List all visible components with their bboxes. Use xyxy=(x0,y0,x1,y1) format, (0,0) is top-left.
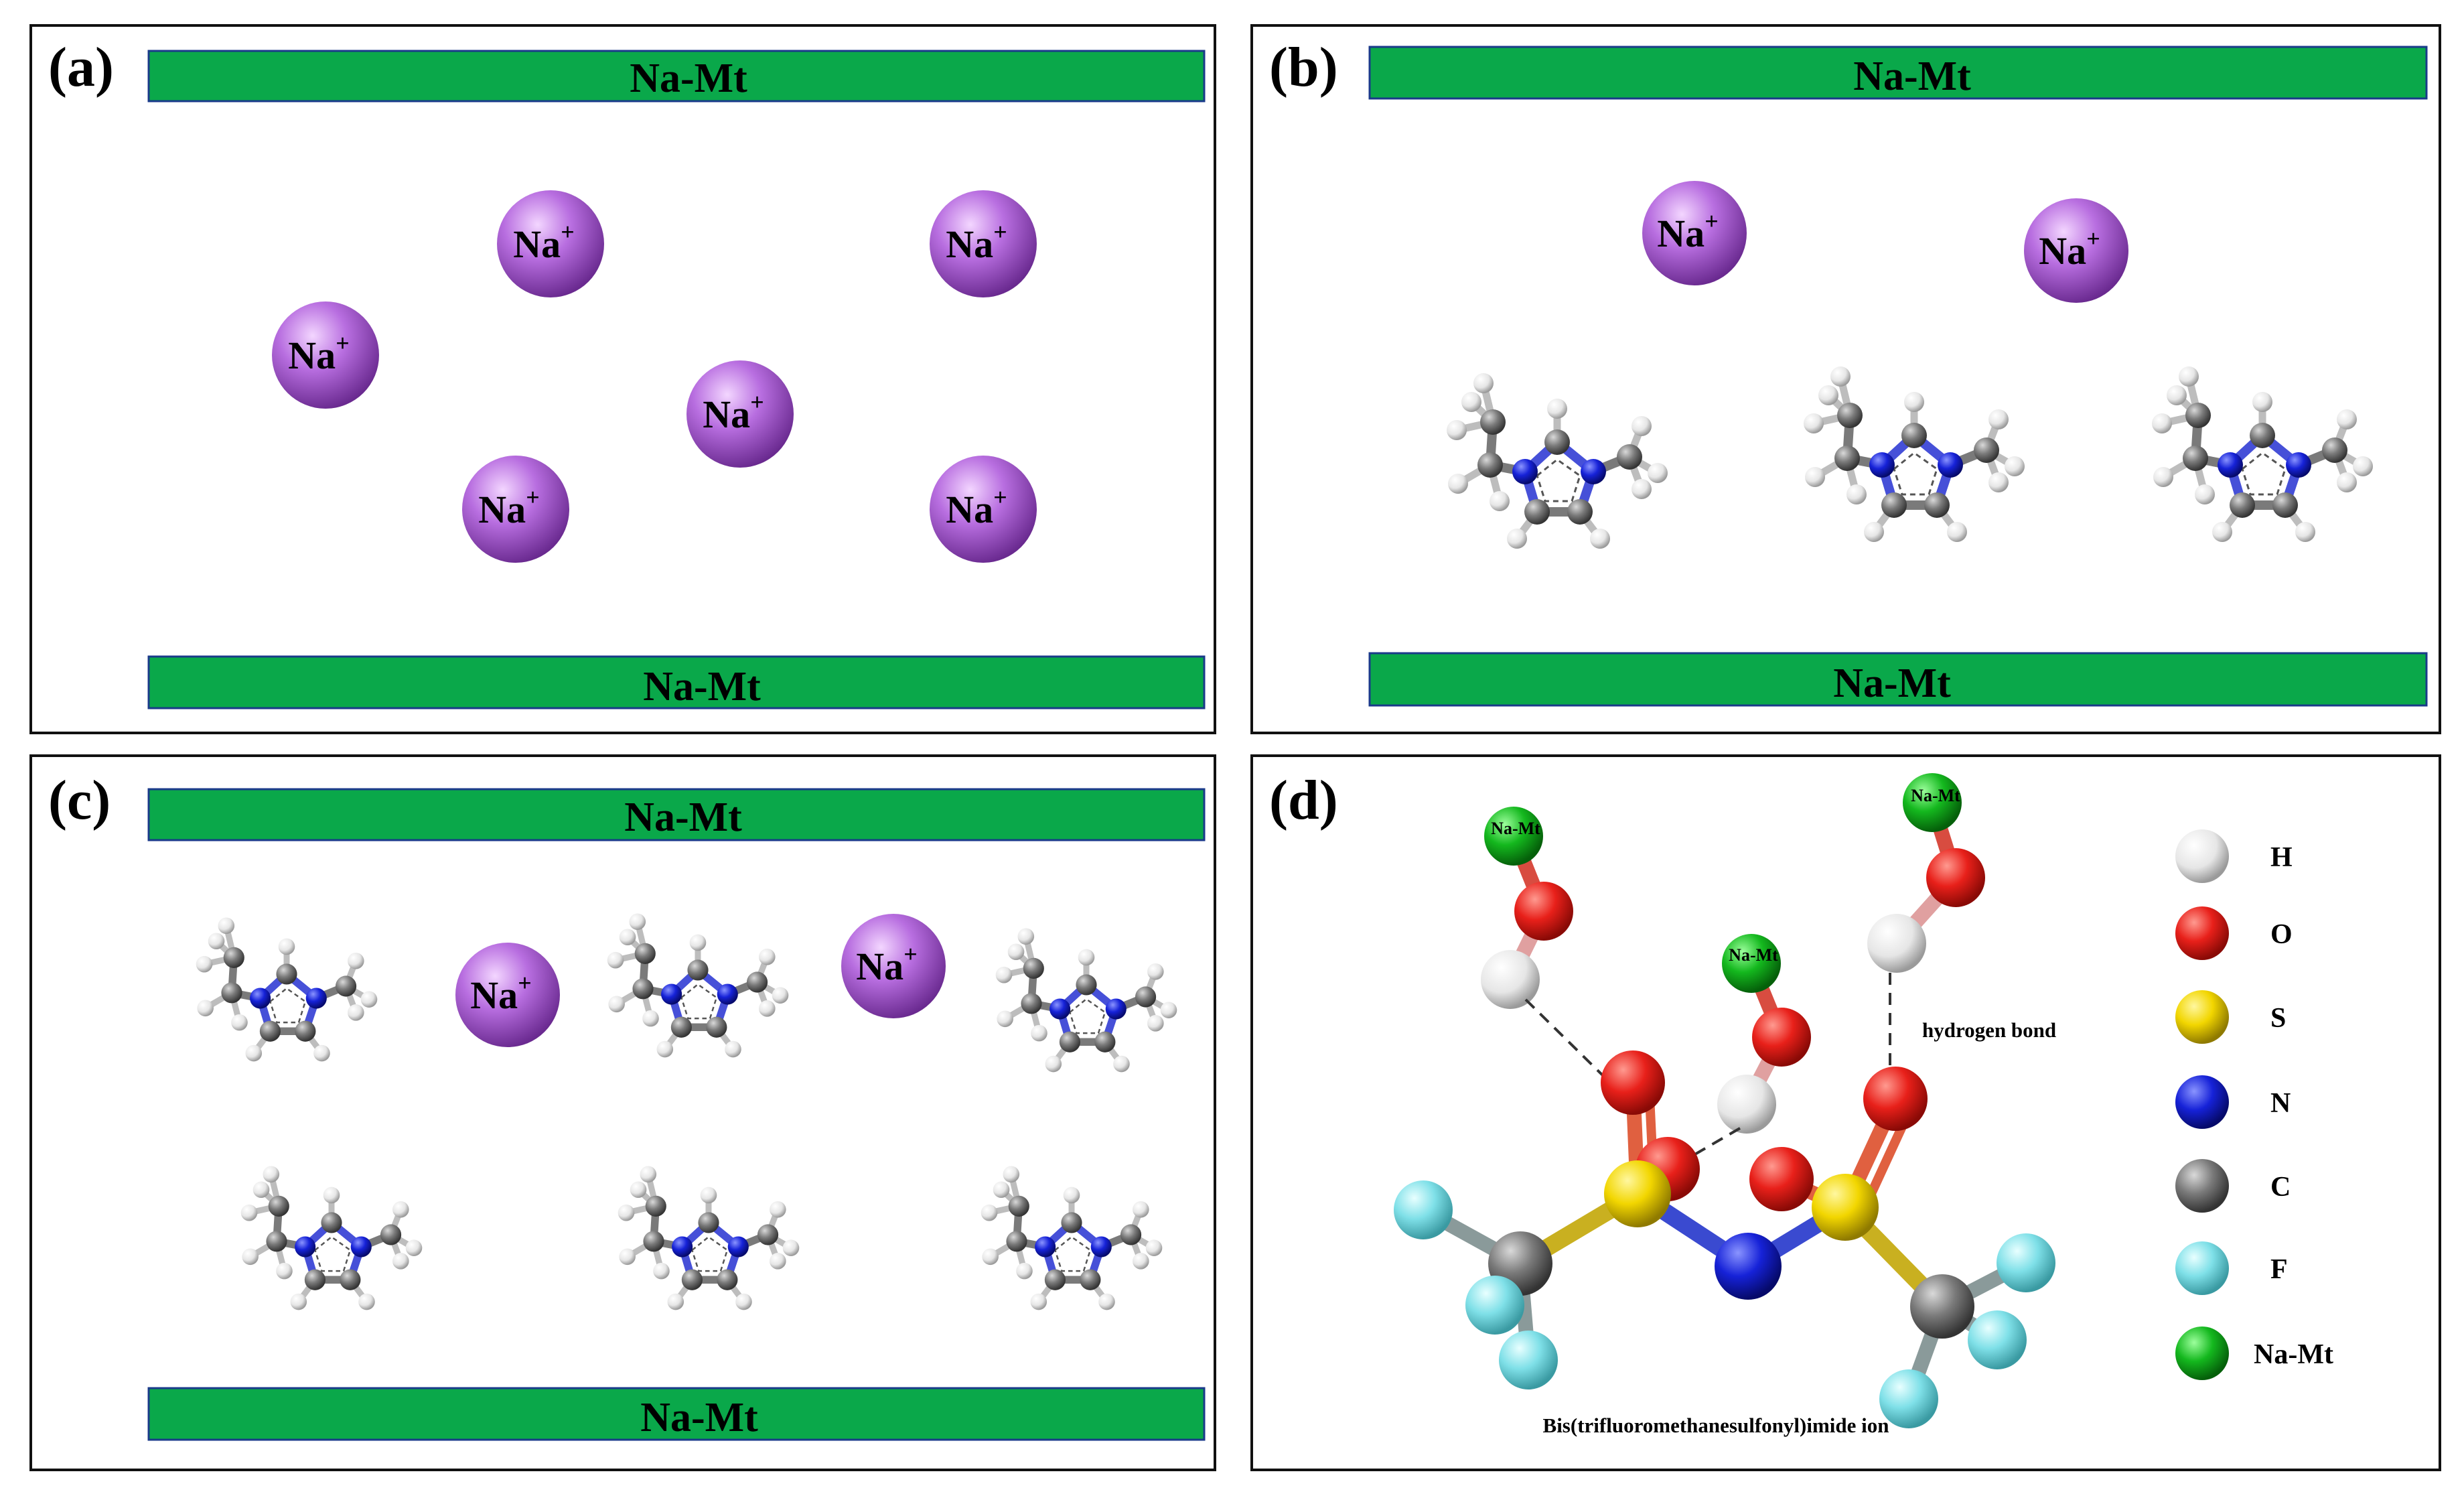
tfsi-ion-name-label: Bis(trifluoromethanesulfonyl)imide ion xyxy=(1543,1414,1889,1437)
panel-b-letter: (b) xyxy=(1269,36,1338,98)
panel-b-bottom-clay-layer xyxy=(1368,652,2428,707)
hydroxyl-oxygen-atom xyxy=(1926,848,1985,907)
panel-c-top-clay-layer xyxy=(147,788,1206,841)
sulfur-atom xyxy=(1812,1174,1879,1241)
legend-swatch xyxy=(2175,1075,2229,1129)
fluorine-atom xyxy=(1997,1233,2055,1292)
panel-d-frame xyxy=(1250,754,2441,1471)
namt-site-atom xyxy=(1484,807,1543,866)
svg-text:Na+: Na+ xyxy=(1657,208,1718,255)
hydroxyl-hydrogen-atom xyxy=(1717,1075,1776,1134)
panel-a: (a) Na-Mt Na-Mt Na+ Na+ Na+ Na+ Na+ Na+ xyxy=(29,24,1216,734)
panel-a-sodium-ion: Na+ xyxy=(272,301,379,409)
namt-site-label: Na-Mt xyxy=(1911,786,1960,805)
panel-a-sodium-ion: Na+ xyxy=(930,190,1037,297)
svg-text:Na+: Na+ xyxy=(478,484,539,531)
legend-item: H xyxy=(2175,829,2293,883)
panel-c-sodium-ion: Na+ xyxy=(841,914,946,1018)
panel-a-sodium-ion: Na+ xyxy=(930,456,1037,563)
panel-a-frame xyxy=(29,24,1216,734)
legend-swatch xyxy=(2175,1241,2229,1295)
panel-c-frame xyxy=(29,754,1216,1471)
legend-label: H xyxy=(2270,842,2293,873)
legend-label: C xyxy=(2270,1172,2291,1203)
panel-c-bottom-clay-label: Na-Mt xyxy=(640,1395,758,1440)
atom-legend: H O S N C F Na xyxy=(2175,829,2333,1380)
svg-text:Na+: Na+ xyxy=(703,389,764,436)
svg-text:Na+: Na+ xyxy=(946,218,1007,266)
namt-site-atom xyxy=(1722,934,1781,993)
surface-hydroxyl-right: Na-Mt xyxy=(1867,773,1985,973)
legend-label: N xyxy=(2270,1088,2291,1119)
legend-item: C xyxy=(2175,1159,2291,1213)
panel-a-top-clay-layer xyxy=(147,50,1206,103)
hydrogen-bond-line xyxy=(1680,1127,1741,1164)
legend-item: O xyxy=(2175,906,2293,960)
legend-swatch xyxy=(2175,906,2229,960)
nitrogen-atom xyxy=(1715,1233,1782,1300)
svg-text:Na+: Na+ xyxy=(288,330,349,377)
panel-a-sodium-ion: Na+ xyxy=(497,190,604,297)
hydroxyl-hydrogen-atom xyxy=(1867,914,1926,973)
panel-a-letter: (a) xyxy=(48,36,114,98)
fluorine-atom xyxy=(1394,1180,1453,1239)
tfsi-anion xyxy=(1394,1050,2055,1428)
carbon-atom xyxy=(1910,1274,1974,1339)
legend-swatch xyxy=(2175,1159,2229,1213)
panel-b-top-clay-label: Na-Mt xyxy=(1853,54,1971,99)
sulfonyl-oxygen-atom xyxy=(1601,1050,1665,1115)
panel-c-sodium-ion: Na+ xyxy=(455,943,560,1047)
svg-text:Na+: Na+ xyxy=(946,484,1007,531)
fluorine-atom xyxy=(1968,1310,2027,1369)
panel-c-top-clay-label: Na-Mt xyxy=(624,795,742,840)
panel-c-bottom-clay-layer xyxy=(147,1387,1206,1441)
panel-c-letter: (c) xyxy=(48,769,111,831)
legend-item: S xyxy=(2175,990,2286,1044)
namt-site-label: Na-Mt xyxy=(1491,819,1540,838)
hydroxyl-oxygen-atom xyxy=(1752,1008,1811,1067)
panel-a-top-clay-label: Na-Mt xyxy=(630,56,747,101)
panel-a-sodium-ion: Na+ xyxy=(462,456,569,563)
legend-swatch xyxy=(2175,829,2229,883)
svg-text:Na+: Na+ xyxy=(2039,225,2100,273)
surface-hydroxyl-left: Na-Mt xyxy=(1481,807,1573,1009)
svg-text:Na+: Na+ xyxy=(856,941,917,988)
hydrogen-bond-label: hydrogen bond xyxy=(1922,1018,2056,1042)
svg-text:Na+: Na+ xyxy=(470,969,531,1017)
namt-site-atom xyxy=(1903,773,1962,832)
fluorine-atom xyxy=(1465,1276,1524,1335)
sulfonyl-oxygen-atom xyxy=(1863,1067,1928,1131)
fluorine-atom xyxy=(1499,1331,1558,1389)
hydroxyl-oxygen-atom xyxy=(1514,882,1573,941)
panel-a-bottom-clay-label: Na-Mt xyxy=(643,664,761,709)
panel-a-bottom-clay-layer xyxy=(147,655,1206,709)
panel-c: (c) Na-Mt Na-Mt Na+ Na+ xyxy=(29,754,1216,1471)
panel-b-bottom-clay-label: Na-Mt xyxy=(1833,661,1951,706)
panel-b-sodium-ion: Na+ xyxy=(1642,181,1747,285)
legend-label: F xyxy=(2270,1254,2288,1285)
panel-b-top-clay-layer xyxy=(1368,46,2428,100)
legend-swatch xyxy=(2175,990,2229,1044)
panel-b-sodium-ion: Na+ xyxy=(2024,198,2128,303)
legend-item: F xyxy=(2175,1241,2288,1295)
surface-hydroxyl-middle: Na-Mt xyxy=(1717,934,1811,1134)
hydroxyl-hydrogen-atom xyxy=(1481,950,1540,1009)
panel-d: (d) Na-Mt Na-Mt Na-Mt xyxy=(1250,754,2441,1471)
namt-site-label: Na-Mt xyxy=(1729,945,1778,965)
legend-item: N xyxy=(2175,1075,2291,1129)
legend-label: Na-Mt xyxy=(2254,1339,2333,1370)
fluorine-atom xyxy=(1879,1369,1938,1428)
panel-d-letter: (d) xyxy=(1269,769,1338,831)
sulfonyl-oxygen-atom xyxy=(1749,1147,1814,1211)
legend-label: S xyxy=(2270,1003,2286,1034)
panel-b: (b) Na-Mt Na-Mt Na+ Na+ xyxy=(1250,24,2441,734)
panel-a-sodium-ion: Na+ xyxy=(686,360,794,468)
legend-swatch xyxy=(2175,1327,2229,1380)
svg-text:Na+: Na+ xyxy=(513,218,574,266)
legend-item: Na-Mt xyxy=(2175,1327,2333,1380)
sulfur-atom xyxy=(1604,1160,1671,1227)
legend-label: O xyxy=(2270,919,2293,950)
